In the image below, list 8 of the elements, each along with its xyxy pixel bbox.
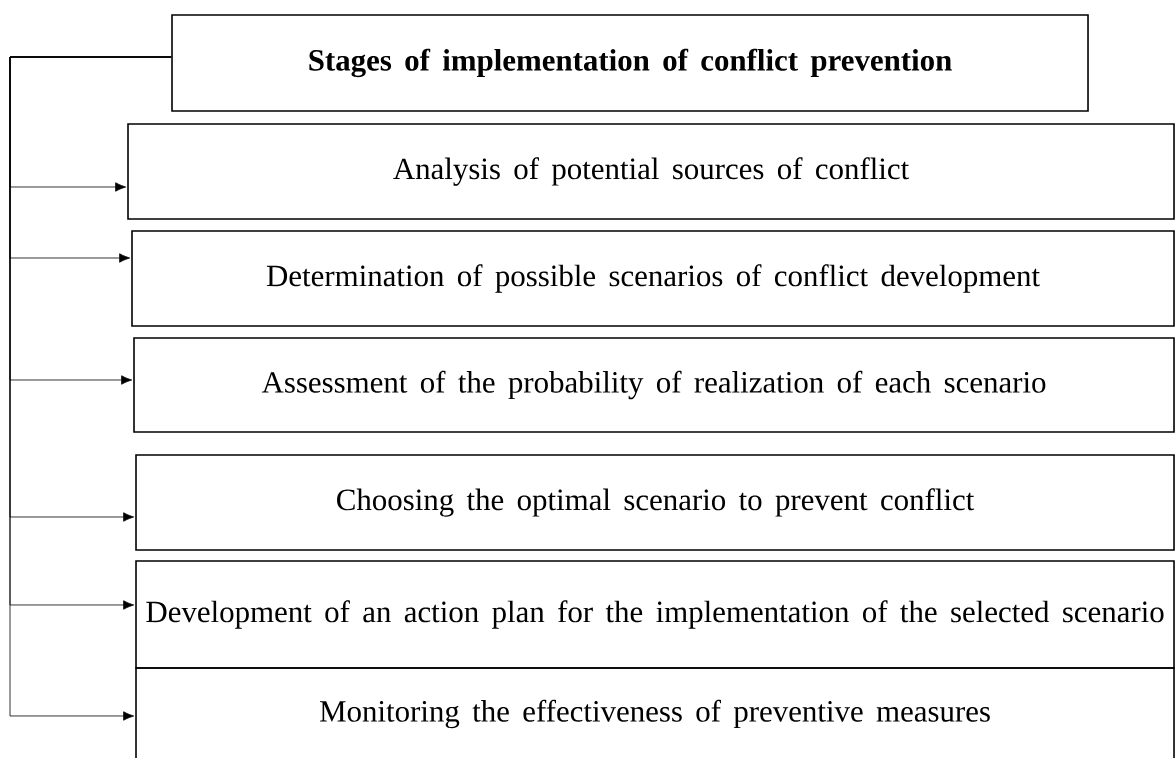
stage-box: Determination of possible scenarios of conflict development: [131, 230, 1175, 327]
stage-box: Assessment of the probability of realization of each scenario: [133, 337, 1175, 433]
arrow: [9, 56, 172, 721]
stage-box: Analysis of potential sources of conflict: [127, 123, 1175, 220]
stage-box: Development of an action plan for the implementation of the selected scenario: [135, 560, 1175, 669]
stage-box: Choosing the optimal scenario to prevent conflict: [135, 454, 1175, 551]
stage-box: Monitoring the effectiveness of preventive measures: [135, 667, 1175, 758]
title-box: Stages of implementation of conflict prevention: [171, 14, 1089, 112]
